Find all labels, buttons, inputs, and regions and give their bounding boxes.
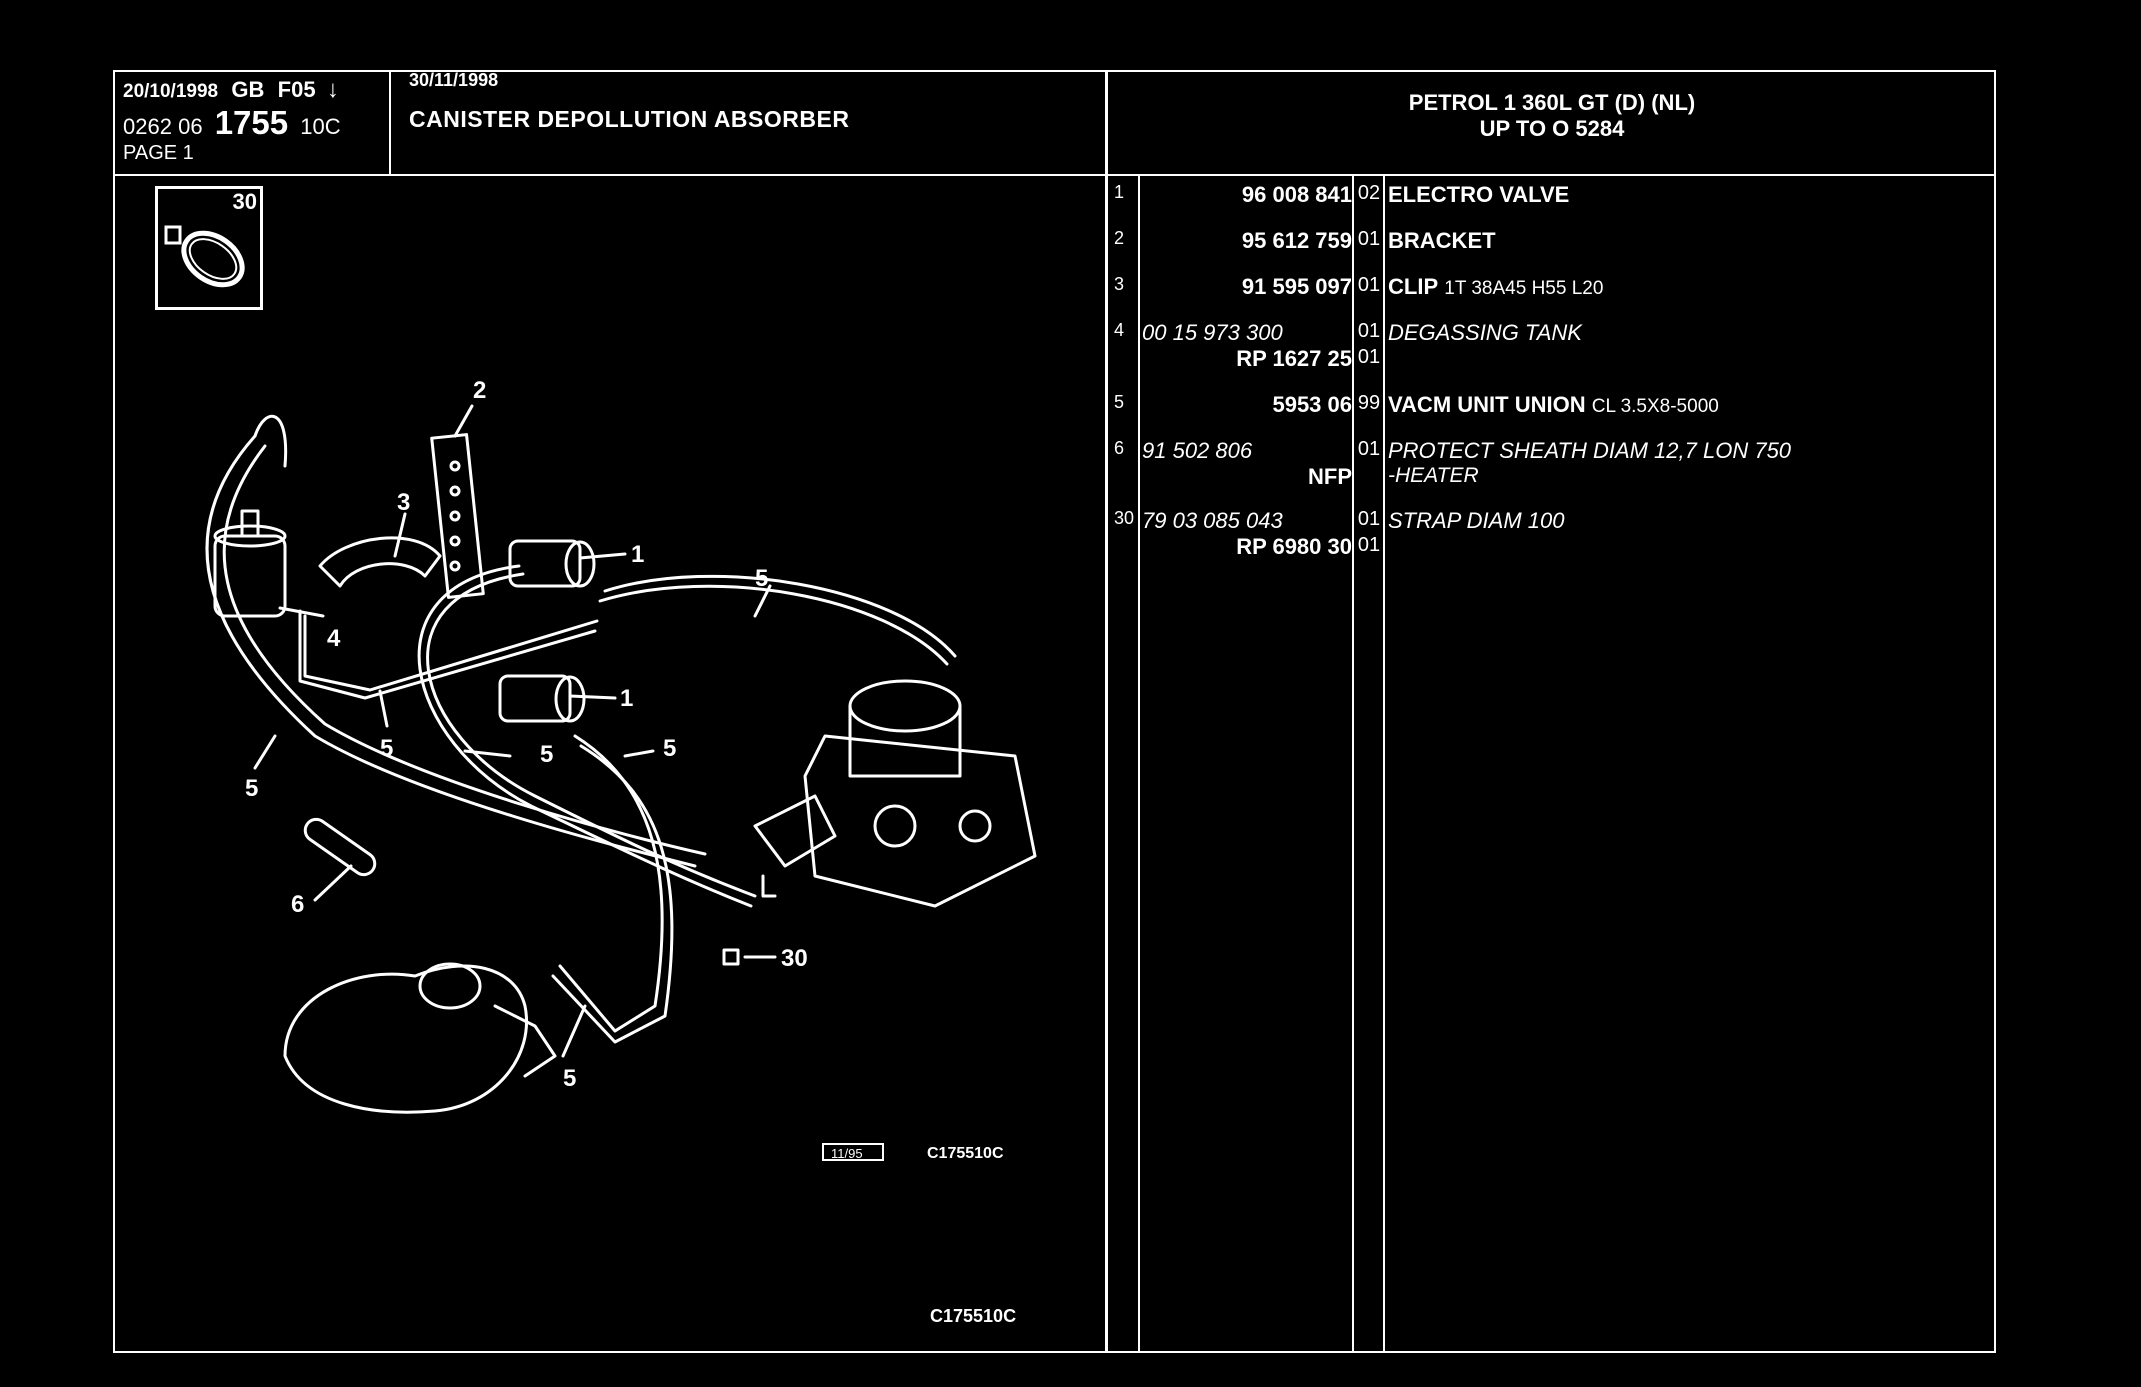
header-lang: GB [231, 77, 265, 102]
header-ref: F05 [277, 77, 316, 102]
callout-2: 2 [473, 377, 486, 404]
part-item-number: 6 [1114, 438, 1125, 458]
callout-5b: 5 [380, 735, 393, 762]
part-reference: 91 502 806 [1142, 438, 1253, 463]
model-line2: UP TO O 5284 [1479, 116, 1625, 141]
code-mid: 06 [178, 114, 203, 139]
header-ref-block: 20/10/1998 GB F05 ↓ 0262 06 1755 10C PAG… [115, 72, 391, 176]
part-description: ELECTRO VALVE [1388, 182, 1570, 207]
hose-tank-to-valve [298, 609, 597, 700]
part-reference-replacement: RP 1627 25 [1236, 346, 1352, 371]
part-quantity: 01 [1357, 228, 1381, 250]
header-date: 20/10/1998 [123, 81, 219, 102]
part-item-number: 3 [1114, 274, 1125, 294]
small-code: C175510C [927, 1145, 1004, 1162]
callout-5e: 5 [663, 735, 676, 762]
callout-5a: 5 [755, 565, 768, 592]
down-arrow-icon: ↓ [326, 76, 339, 103]
part-description: CLIP [1388, 274, 1439, 299]
part-quantity: 01 [1357, 534, 1381, 556]
column-divider [1138, 176, 1140, 1353]
part-quantity: 01 [1357, 274, 1381, 296]
part-reference: 96 008 841 [1241, 182, 1352, 207]
part-reference-replacement: NFP [1308, 464, 1352, 489]
hose-long-left [205, 434, 697, 868]
page-number: PAGE 1 [123, 142, 194, 164]
small-date: 11/95 [831, 1146, 863, 1161]
code-main: 1755 [214, 104, 289, 141]
page-title: CANISTER DEPOLLUTION ABSORBER [409, 106, 850, 132]
part-quantity: 01 [1357, 320, 1381, 342]
callout-6: 6 [291, 891, 304, 918]
part-description: VACM UNIT UNION [1388, 392, 1586, 417]
sheath-drawing [303, 817, 377, 877]
strap-icon [164, 225, 245, 288]
callout-5c: 5 [245, 775, 258, 802]
part-item-number: 2 [1114, 228, 1125, 248]
hose-top-left [253, 415, 288, 468]
part-description: PROTECT SHEATH DIAM 12,7 LON 750 [1388, 438, 1792, 463]
carburettor-drawing [848, 679, 962, 733]
clip-drawing [318, 536, 442, 588]
part-spec: CL 3.5X8-5000 [1591, 396, 1719, 417]
parts-sheet: 20/10/1998 GB F05 ↓ 0262 06 1755 10C PAG… [113, 70, 1996, 1353]
parts-list: 1 96 008 841 02 ELECTRO VALVE 2 95 612 7… [1108, 176, 1996, 1353]
header-date2: 30/11/1998 [409, 70, 499, 90]
exploded-diagram: 30 [115, 176, 1108, 1353]
part-spec: 1T 38A45 H55 L20 [1444, 278, 1604, 299]
callout-4: 4 [327, 625, 341, 652]
column-divider [1352, 176, 1354, 1353]
part-reference: 79 03 085 043 [1142, 508, 1283, 533]
callout-1a: 1 [631, 541, 644, 568]
part-quantity: 99 [1357, 392, 1381, 414]
diagram-code: C175510C [930, 1306, 1017, 1326]
part-item-number: 4 [1114, 320, 1125, 340]
part-description: BRACKET [1388, 228, 1496, 253]
part-quantity: 01 [1357, 508, 1381, 530]
part-reference: 91 595 097 [1241, 274, 1352, 299]
part-quantity: 01 [1357, 438, 1381, 460]
callout-3: 3 [397, 489, 410, 516]
electro-valve-lower-drawing [498, 674, 572, 723]
part-reference: 00 15 973 300 [1142, 320, 1283, 345]
part-reference: 5953 06 [1272, 392, 1352, 417]
code-prefix: 0262 [123, 114, 172, 139]
diagram-drawing: 1 1 2 3 4 5 5 5 5 5 5 6 30 11/95 C175510… [205, 377, 1037, 1162]
header-model-block: PETROL 1 360L GT (D) (NL) UP TO O 5284 [1108, 72, 1996, 176]
bracket-drawing [430, 433, 485, 599]
part-quantity: 01 [1357, 346, 1381, 368]
callout-5d: 5 [540, 741, 553, 768]
strap-thumbnail: 30 [155, 186, 263, 310]
throttle-body-drawing [283, 964, 528, 1114]
part-quantity: 02 [1357, 182, 1381, 204]
model-line1: PETROL 1 360L GT (D) (NL) [1408, 90, 1696, 115]
part-reference: 95 612 759 [1241, 228, 1352, 253]
column-divider [1383, 176, 1385, 1353]
part-description-continued: -HEATER [1388, 464, 1479, 487]
header-title-block: 30/11/1998 CANISTER DEPOLLUTION ABSORBER [391, 70, 1108, 176]
part-item-number: 5 [1114, 392, 1125, 412]
callout-30: 30 [781, 945, 808, 972]
part-item-number: 30 [1114, 508, 1135, 528]
electro-valve-upper-drawing [508, 539, 582, 588]
part-description: STRAP DIAM 100 [1388, 508, 1565, 533]
callout-5f: 5 [563, 1065, 576, 1092]
thumbnail-number: 30 [232, 189, 257, 214]
hose-top-right [603, 574, 957, 658]
part-reference-replacement: RP 6980 30 [1236, 534, 1352, 559]
part-description: DEGASSING TANK [1388, 320, 1582, 345]
callout-1b: 1 [620, 685, 633, 712]
code-suffix: 10C [300, 114, 341, 139]
part-item-number: 1 [1114, 182, 1125, 202]
